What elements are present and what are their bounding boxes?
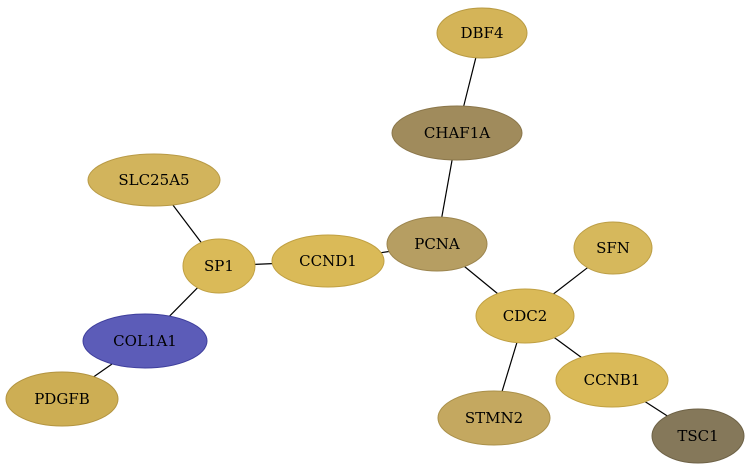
node-sfn[interactable]: SFN [573,221,653,275]
node-label: COL1A1 [113,332,177,350]
node-ccnb1[interactable]: CCNB1 [555,352,669,408]
node-label: CCNB1 [584,371,641,389]
edge-dbf4-chaf1a [463,57,477,107]
node-ellipse[interactable] [386,216,488,272]
node-ellipse[interactable] [182,238,256,294]
node-tsc1[interactable]: TSC1 [651,408,745,464]
node-slc25a5[interactable]: SLC25A5 [87,153,221,207]
edge-sfn-cdc2 [553,267,588,295]
edge-cdc2-ccnb1 [554,337,582,358]
node-dbf4[interactable]: DBF4 [436,7,528,59]
node-label: PCNA [414,235,460,253]
node-label: CCND1 [299,252,357,270]
edge-pcna-cdc2 [464,266,498,295]
edge-sp1-col1a1 [169,287,199,317]
node-ellipse[interactable] [271,234,385,288]
edge-ccnb1-tsc1 [644,401,668,417]
edge-slc25a5-sp1 [172,204,202,243]
node-label: CDC2 [503,307,548,325]
node-cdc2[interactable]: CDC2 [475,288,575,344]
node-label: CHAF1A [424,124,490,142]
node-label: DBF4 [460,24,503,42]
edge-cdc2-stmn2 [501,342,518,392]
node-label: STMN2 [465,409,523,427]
node-col1a1[interactable]: COL1A1 [82,313,208,369]
node-label: SFN [596,239,630,257]
node-ccnd1[interactable]: CCND1 [271,234,385,288]
node-ellipse[interactable] [82,313,208,369]
node-ellipse[interactable] [573,221,653,275]
node-stmn2[interactable]: STMN2 [437,390,551,446]
edge-col1a1-pdgfb [93,363,113,378]
edge-ccnd1-pcna [381,250,390,254]
node-ellipse[interactable] [5,371,119,427]
node-label: PDGFB [34,390,90,408]
node-label: SP1 [204,257,234,275]
node-pcna[interactable]: PCNA [386,216,488,272]
node-ellipse[interactable] [436,7,528,59]
node-label: SLC25A5 [118,171,189,189]
node-pdgfb[interactable]: PDGFB [5,371,119,427]
node-label: TSC1 [677,427,718,445]
node-sp1[interactable]: SP1 [182,238,256,294]
node-ellipse[interactable] [475,288,575,344]
node-ellipse[interactable] [651,408,745,464]
node-ellipse[interactable] [437,390,551,446]
node-ellipse[interactable] [555,352,669,408]
node-ellipse[interactable] [87,153,221,207]
node-chaf1a[interactable]: CHAF1A [391,105,523,161]
edge-chaf1a-pcna [441,159,453,218]
edges-layer [93,57,668,417]
edge-sp1-ccnd1 [254,263,273,265]
node-ellipse[interactable] [391,105,523,161]
